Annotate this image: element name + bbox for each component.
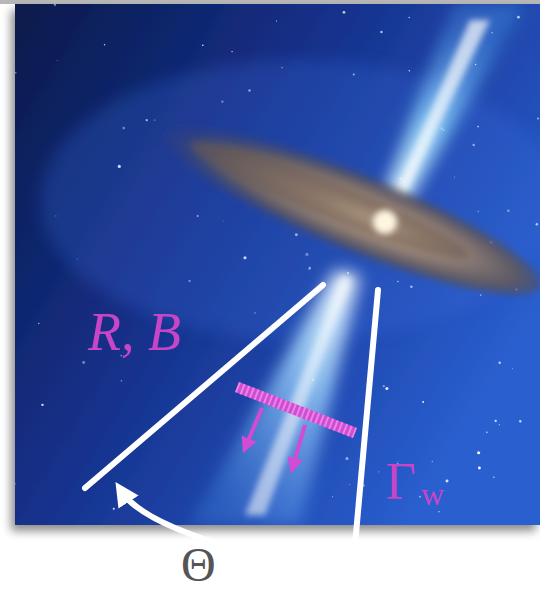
star <box>276 21 277 22</box>
star <box>104 44 105 45</box>
star <box>383 385 385 387</box>
radius-field-label: R, B <box>88 305 181 359</box>
star <box>82 361 85 364</box>
star <box>519 420 521 422</box>
star <box>495 420 497 422</box>
angle-label: Θ <box>181 541 216 589</box>
cone-edge <box>352 290 378 578</box>
star <box>409 70 411 72</box>
core <box>373 210 397 234</box>
flow-arrow <box>246 408 262 446</box>
star <box>493 476 495 478</box>
star <box>332 496 333 497</box>
star <box>512 368 513 369</box>
star <box>378 471 379 472</box>
subscript-label: w <box>421 478 444 510</box>
star <box>385 387 388 390</box>
star <box>15 483 16 484</box>
star <box>231 51 232 52</box>
star <box>498 362 500 364</box>
star <box>54 4 56 6</box>
flow-arrow <box>293 425 305 466</box>
star <box>422 401 424 403</box>
star <box>380 31 382 33</box>
star <box>57 60 58 61</box>
star <box>438 511 439 512</box>
star <box>419 496 421 498</box>
star <box>38 323 39 324</box>
top-rule <box>0 0 540 4</box>
star <box>113 508 115 510</box>
star <box>343 11 346 14</box>
star <box>15 72 17 74</box>
star <box>486 431 488 433</box>
star <box>478 467 481 470</box>
cone-edge <box>85 285 323 488</box>
star <box>477 451 480 454</box>
lorentz-factor-label: Γ <box>386 456 416 508</box>
star <box>346 457 349 460</box>
angle-arrow <box>122 492 338 574</box>
star <box>202 44 204 46</box>
dust-lane <box>184 127 476 273</box>
star <box>537 117 539 119</box>
lower-jet <box>190 270 360 525</box>
star <box>348 483 350 485</box>
star <box>408 17 410 19</box>
star <box>432 461 433 462</box>
star <box>121 380 122 381</box>
star <box>41 404 43 406</box>
star <box>499 424 500 425</box>
star <box>446 479 449 482</box>
accretion-disk <box>145 96 540 324</box>
